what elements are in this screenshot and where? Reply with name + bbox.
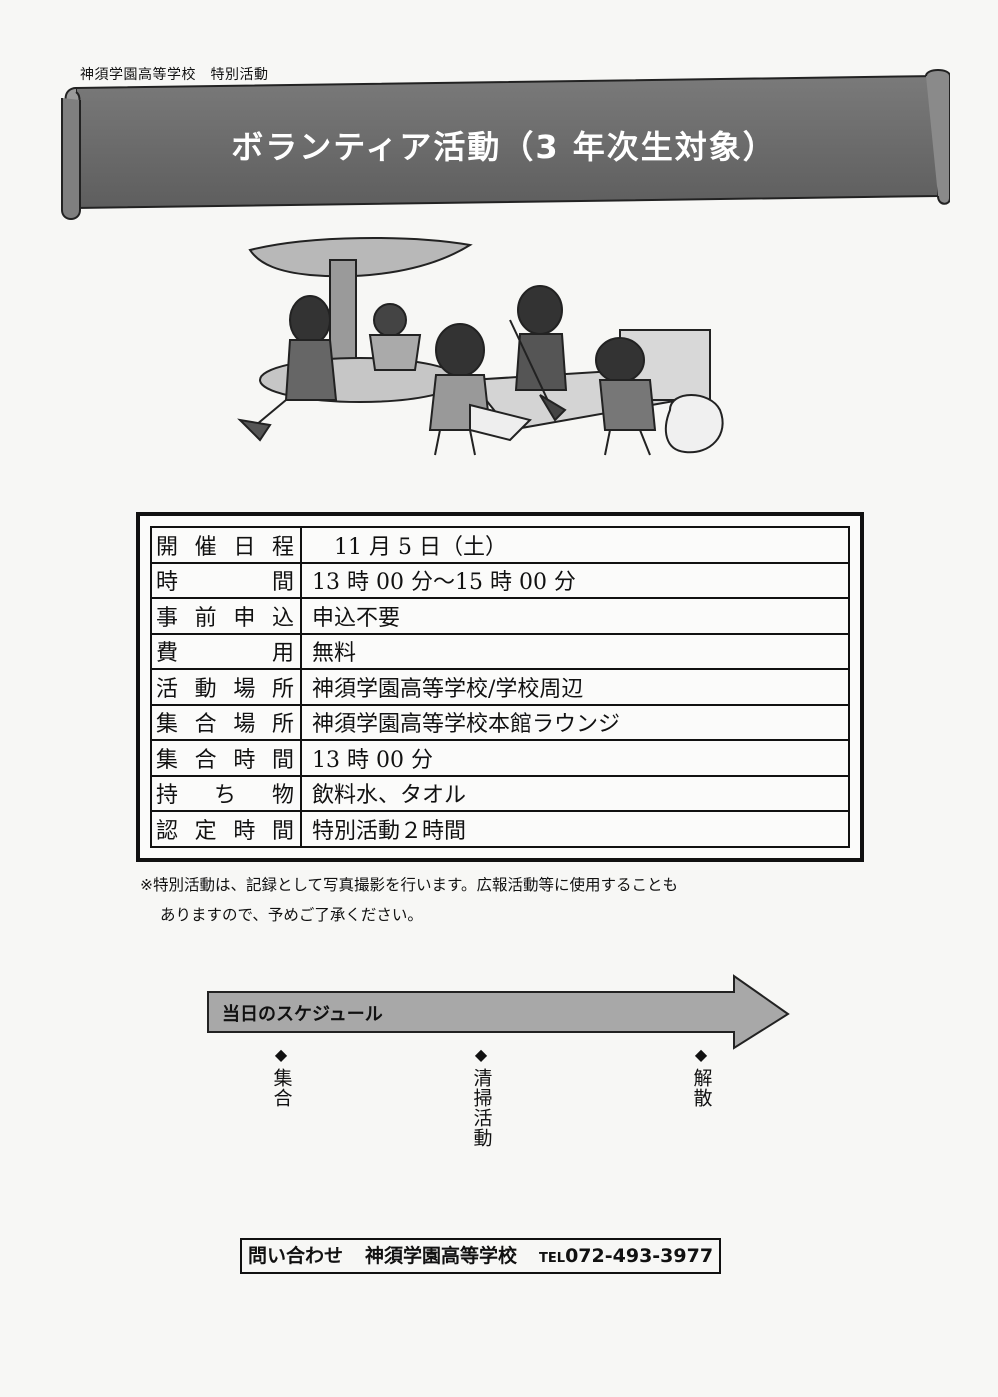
diamond-icon: ◆ (474, 1045, 488, 1064)
row-label-location: 活動場所 (150, 668, 302, 706)
table-row: 認定時間 特別活動２時間 (150, 810, 850, 848)
row-value-location: 神須学園高等学校/学校周辺 (300, 668, 850, 706)
schedule-step-cleanup: ◆ 清掃活動 (466, 1046, 496, 1154)
event-details-box: 開催日程 11 月 5 日（土） 時間 13 時 00 分～15 時 00 分 … (136, 512, 864, 862)
photo-notice: ※特別活動は、記録として写真撮影を行います。広報活動等に使用することも あります… (140, 870, 870, 930)
row-label-registration: 事前申込 (150, 597, 302, 635)
volunteer-cleanup-illustration (237, 237, 724, 456)
row-value-meeting-time: 13 時 00 分 (300, 739, 850, 777)
page-title: ボランティア活動（3 年次生対象） (231, 128, 777, 166)
tel-prefix: TEL (539, 1251, 566, 1266)
table-row: 時間 13 時 00 分～15 時 00 分 (150, 561, 850, 599)
schedule-step-label: 集合 (270, 1068, 293, 1108)
table-row: 活動場所 神須学園高等学校/学校周辺 (150, 668, 850, 706)
table-row: 事前申込 申込不要 (150, 597, 850, 635)
row-value-meeting-place: 神須学園高等学校本館ラウンジ (300, 703, 850, 741)
table-row: 集合時間 13 時 00 分 (150, 739, 850, 777)
contact-box: 問い合わせ神須学園高等学校 TEL072-493-3977 (240, 1238, 722, 1274)
row-value-time: 13 時 00 分～15 時 00 分 (300, 561, 850, 599)
row-label-meeting-place: 集合場所 (150, 703, 302, 741)
row-value-belongings: 飲料水、タオル (300, 774, 850, 812)
schedule-step-dismiss: ◆ 解散 (686, 1046, 716, 1114)
diamond-icon: ◆ (274, 1045, 288, 1064)
row-label-meeting-time: 集合時間 (150, 739, 302, 777)
row-value-credit-hours: 特別活動２時間 (300, 810, 850, 848)
table-row: 費用 無料 (150, 632, 850, 670)
contact-label: 問い合わせ (248, 1245, 344, 1267)
schedule-arrow (207, 974, 790, 1050)
table-row: 開催日程 11 月 5 日（土） (150, 526, 850, 564)
event-details-table: 開催日程 11 月 5 日（土） 時間 13 時 00 分～15 時 00 分 … (150, 526, 850, 848)
title-banner-scroll (61, 69, 950, 220)
row-label-belongings: 持ち物 (150, 774, 302, 812)
header-school-activity: 神須学園高等学校 特別活動 (80, 67, 269, 83)
row-value-registration: 申込不要 (300, 597, 850, 635)
schedule-step-label: 解散 (690, 1068, 713, 1108)
row-label-credit-hours: 認定時間 (150, 810, 302, 848)
contact-school: 神須学園高等学校 (365, 1245, 518, 1267)
row-label-cost: 費用 (150, 632, 302, 670)
row-value-cost: 無料 (300, 632, 850, 670)
row-value-date: 11 月 5 日（土） (300, 526, 850, 564)
photo-notice-line-2: ありますので、予めご了承ください。 (160, 906, 423, 924)
contact-phone: 072-493-3977 (565, 1245, 714, 1267)
schedule-step-label: 清掃活動 (470, 1068, 493, 1148)
schedule-title: 当日のスケジュール (222, 1004, 383, 1025)
schedule-step-gather: ◆ 集合 (266, 1046, 296, 1114)
photo-notice-line-1: ※特別活動は、記録として写真撮影を行います。広報活動等に使用することも (140, 876, 678, 894)
table-row: 持ち物 飲料水、タオル (150, 774, 850, 812)
row-label-time: 時間 (150, 561, 302, 599)
table-row: 集合場所 神須学園高等学校本館ラウンジ (150, 703, 850, 741)
row-label-date: 開催日程 (150, 526, 302, 564)
diamond-icon: ◆ (694, 1045, 708, 1064)
